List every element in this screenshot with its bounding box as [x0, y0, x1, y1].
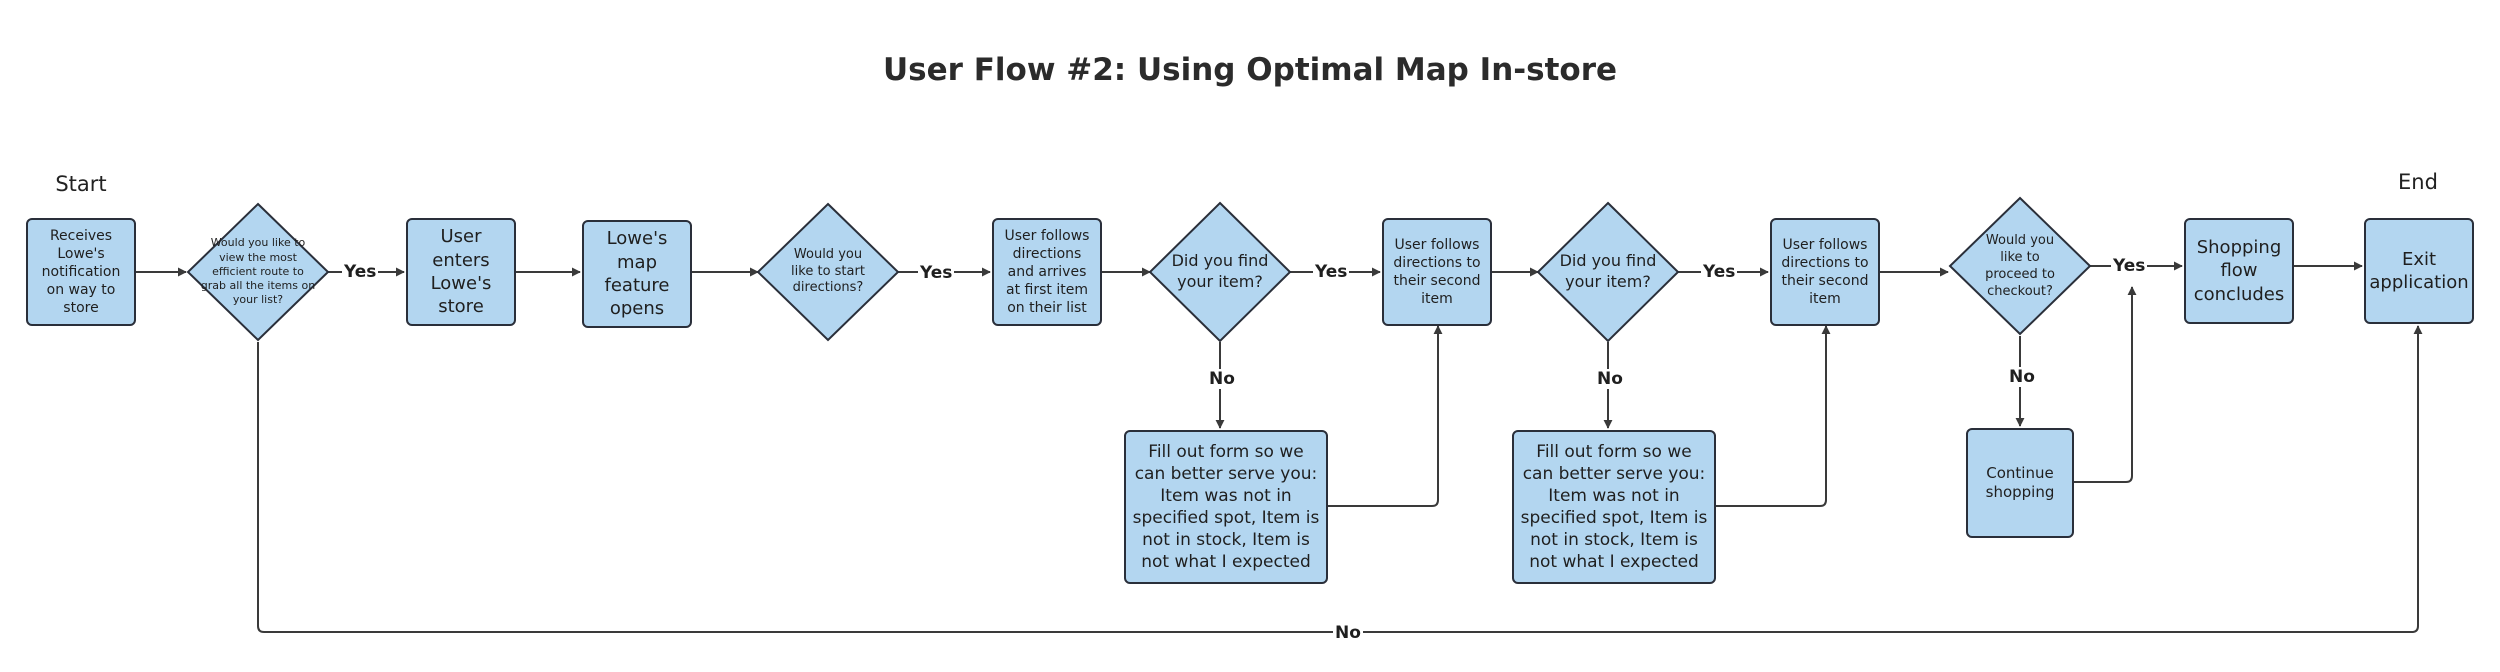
connector-continue-to-concludes	[2074, 286, 2137, 483]
node-feedback-form-2: Fill out form so we can better serve you…	[1512, 430, 1716, 584]
node-exit-application: Exit application	[2364, 218, 2474, 324]
decision-start-directions-text: Would you like to start directions?	[791, 246, 865, 296]
node-continue-shopping: Continue shopping	[1966, 428, 2074, 538]
node-follows-to-first-item: User follows directions and arrives at f…	[992, 218, 1102, 326]
node-follows-to-second-item-2: User follows directions to their second …	[1770, 218, 1880, 326]
connector-form2-to-second2	[1716, 325, 1831, 507]
node-follows-to-second-item-1: User follows directions to their second …	[1382, 218, 1492, 326]
end-label: End	[2398, 170, 2438, 194]
decision-view-route-text: Would you like to view the most efficien…	[200, 236, 316, 307]
decision-find-item-1	[1148, 201, 1292, 343]
decision-start-directions	[756, 202, 900, 342]
edge-label-no-find1: No	[1207, 369, 1237, 389]
node-receives-notification: Receives Lowe's notification on way to s…	[26, 218, 136, 326]
edge-label-yes-find2: Yes	[1701, 262, 1738, 282]
diagram-title: User Flow #2: Using Optimal Map In-store	[882, 52, 1618, 88]
edge-label-no-route: No	[1333, 623, 1363, 643]
connector-route-no-to-exit	[257, 325, 2423, 633]
decision-find-item-1-text: Did you find your item?	[1171, 251, 1269, 291]
decision-checkout	[1948, 196, 2092, 336]
edge-label-yes-find1: Yes	[1313, 262, 1350, 282]
decision-view-route	[186, 202, 330, 342]
node-map-feature-opens: Lowe's map feature opens	[582, 220, 692, 328]
start-label: Start	[55, 172, 107, 196]
edge-label-yes-route: Yes	[342, 262, 379, 282]
node-shopping-flow-concludes: Shopping flow concludes	[2184, 218, 2294, 324]
edge-label-yes-directions: Yes	[918, 263, 955, 283]
edge-label-no-checkout: No	[2007, 367, 2037, 387]
connector-form1-to-second1	[1328, 325, 1443, 507]
edge-label-no-find2: No	[1595, 369, 1625, 389]
edge-label-yes-checkout: Yes	[2111, 256, 2148, 276]
decision-find-item-2	[1536, 201, 1680, 343]
node-user-enters-store: User enters Lowe's store	[406, 218, 516, 326]
node-feedback-form-1: Fill out form so we can better serve you…	[1124, 430, 1328, 584]
decision-find-item-2-text: Did you find your item?	[1559, 251, 1657, 291]
decision-checkout-text: Would you like to proceed to checkout?	[1985, 233, 2055, 299]
